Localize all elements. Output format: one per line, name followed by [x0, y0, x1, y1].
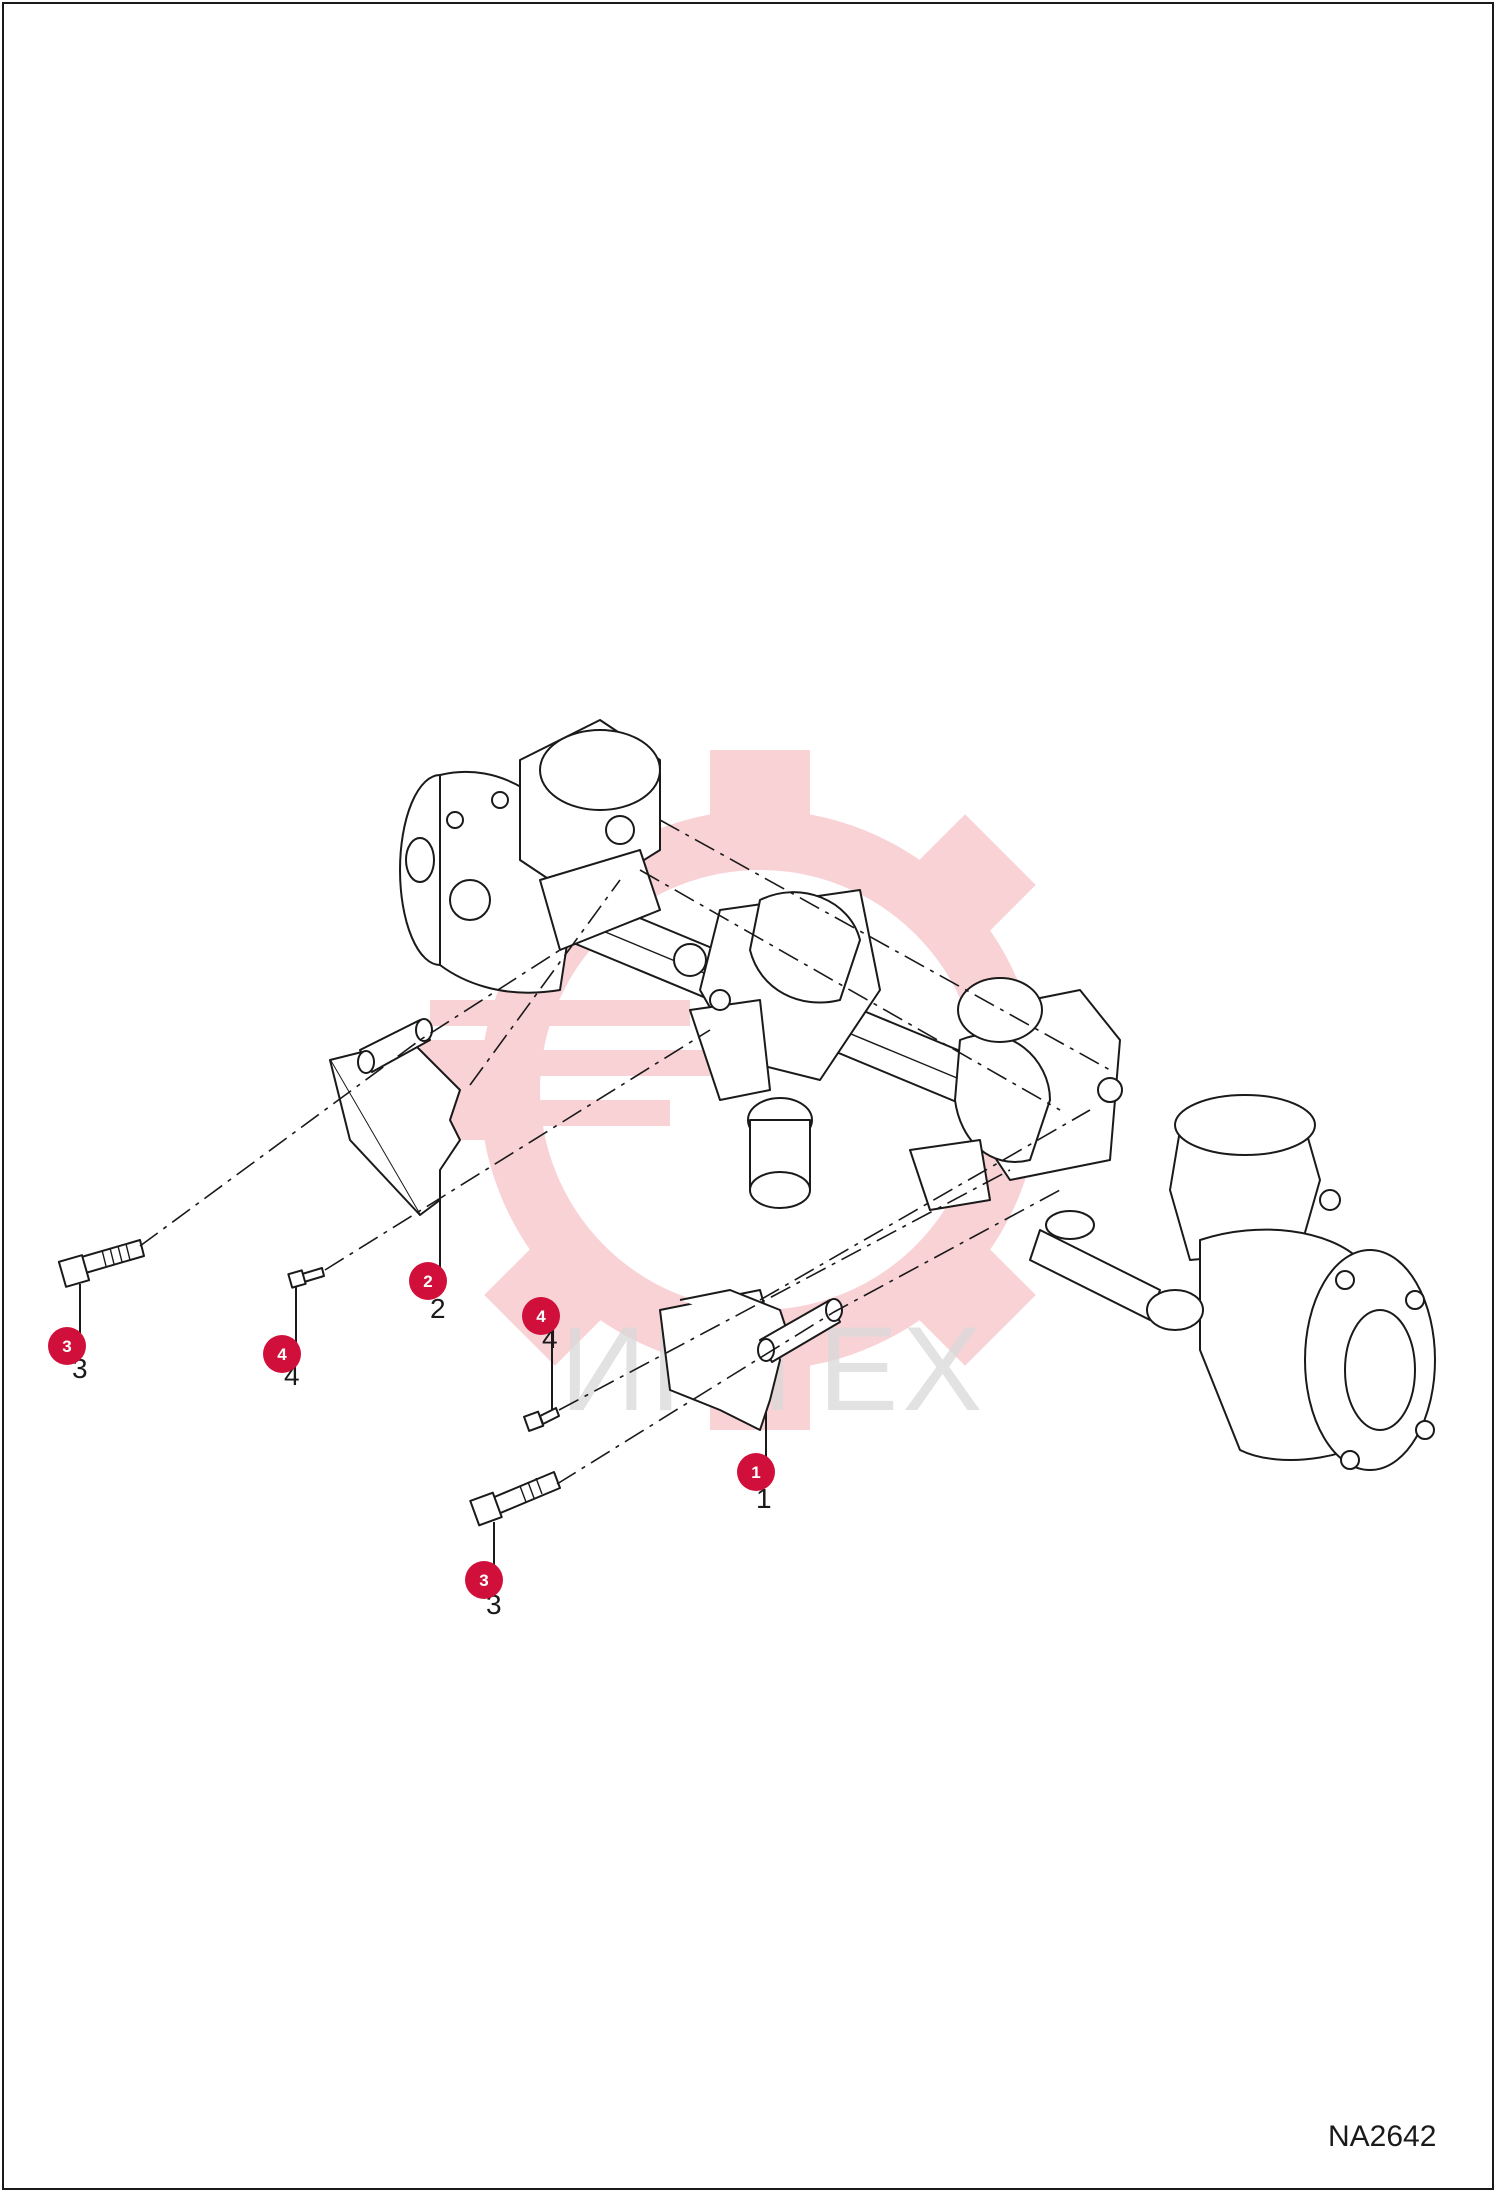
bolt-3-lower [469, 1471, 561, 1527]
svg-text:2: 2 [430, 1293, 446, 1324]
svg-text:3: 3 [62, 1337, 71, 1356]
svg-text:4: 4 [277, 1345, 287, 1364]
callout-4-center: 4 4 [522, 1297, 560, 1410]
svg-text:3: 3 [479, 1571, 488, 1590]
callout-3-left: 3 3 [48, 1284, 88, 1384]
callout-3-lower: 3 3 [465, 1522, 503, 1620]
screw-4-lower [523, 1407, 560, 1432]
drawing-code: NA2642 [1328, 2120, 1437, 2153]
svg-text:4: 4 [536, 1307, 546, 1326]
svg-text:2: 2 [423, 1272, 432, 1291]
callout-1: 1 1 [737, 1412, 775, 1514]
assembly-leader-lines [139, 819, 1111, 1485]
badge-2 [409, 1262, 447, 1300]
badge-4-center [522, 1297, 560, 1335]
screw-4-upper [287, 1267, 325, 1289]
callout-2: 2 2 [409, 1200, 447, 1324]
callout-4-left: 4 4 [263, 1286, 301, 1391]
badge-1 [737, 1453, 775, 1491]
badge-3-lower [465, 1561, 503, 1599]
svg-text:1: 1 [756, 1483, 772, 1514]
svg-text:1: 1 [751, 1463, 760, 1482]
badge-3-left [48, 1327, 86, 1365]
badge-4-left [263, 1335, 301, 1373]
axle-assembly [399, 719, 1436, 1471]
guard-plate-2 [329, 1018, 461, 1216]
bolt-3-upper [57, 1239, 145, 1288]
